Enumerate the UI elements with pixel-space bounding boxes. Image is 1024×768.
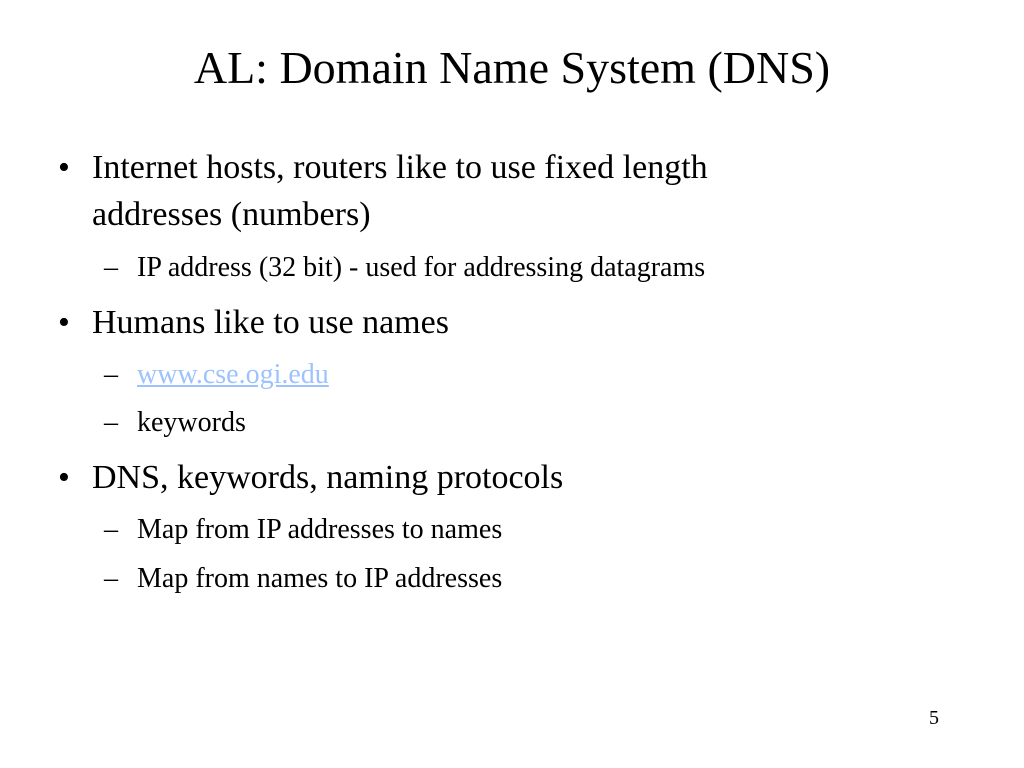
dash-icon: – bbox=[104, 563, 118, 594]
sub-bullet-text: Map from names to IP addresses bbox=[137, 563, 503, 594]
sub-bullet-text: keywords bbox=[137, 407, 246, 438]
website-link[interactable]: www.cse.ogi.edu bbox=[137, 359, 329, 390]
dash-icon: – bbox=[104, 407, 118, 438]
slide-title: AL: Domain Name System (DNS) bbox=[193, 42, 831, 93]
bullet-text: Humans like to use names bbox=[92, 304, 449, 341]
bullet-text: Internet hosts, routers like to use fixe… bbox=[92, 149, 708, 186]
bullet-dot-icon: • bbox=[58, 304, 70, 341]
sub-bullet-item: – keywords bbox=[0, 406, 1024, 440]
bullet-item: • Internet hosts, routers like to use fi… bbox=[0, 148, 1024, 233]
bullet-dot-icon: • bbox=[58, 149, 70, 186]
bullet-item: • DNS, keywords, naming protocols bbox=[0, 458, 1024, 498]
sub-bullet-item: – www.cse.ogi.edu bbox=[0, 358, 1024, 392]
dash-icon: – bbox=[104, 359, 118, 390]
bullet-text-continuation: addresses (numbers) bbox=[92, 196, 371, 233]
sub-bullet-text: IP address (32 bit) - used for addressin… bbox=[137, 252, 706, 283]
sub-bullet-item: – IP address (32 bit) - used for address… bbox=[0, 251, 1024, 285]
bullet-dot-icon: • bbox=[58, 459, 70, 496]
dash-icon: – bbox=[104, 252, 118, 283]
sub-bullet-item: – Map from names to IP addresses bbox=[0, 562, 1024, 596]
bullet-text: DNS, keywords, naming protocols bbox=[92, 459, 564, 496]
dash-icon: – bbox=[104, 514, 118, 545]
slide-page-number: 5 bbox=[929, 707, 939, 729]
sub-bullet-text: Map from IP addresses to names bbox=[137, 514, 503, 545]
sub-bullet-item: – Map from IP addresses to names bbox=[0, 513, 1024, 547]
bullet-item: • Humans like to use names bbox=[0, 303, 1024, 343]
